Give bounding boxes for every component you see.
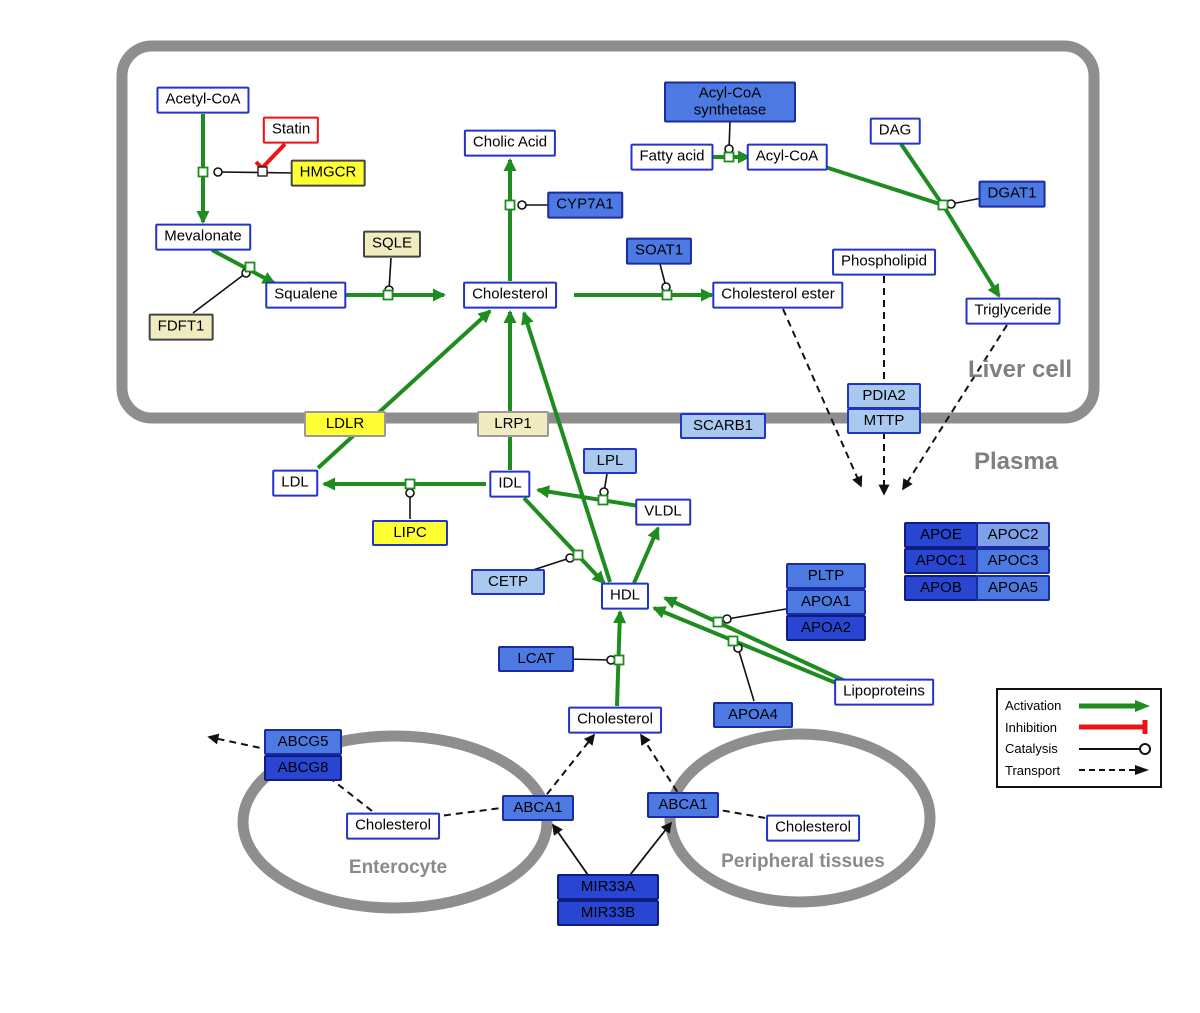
node-fatty-acid[interactable]: Fatty acid [630,143,714,171]
node-mttp[interactable]: MTTP [847,408,921,434]
transport-arrow-icon [1079,765,1149,776]
node-apoc2[interactable]: APOC2 [976,522,1050,548]
liver-cell-label: Liver cell [967,356,1073,383]
node-cetp[interactable]: CETP [471,569,545,595]
regulation-edges [552,821,673,876]
node-sqle[interactable]: SQLE [362,230,422,258]
legend-row-transport: Transport [1005,762,1153,778]
node-phospholipid[interactable]: Phospholipid [832,248,936,276]
node-dgat1[interactable]: DGAT1 [978,180,1046,208]
membranes [116,40,1100,914]
catalysis-circle-icon [1079,742,1151,755]
node-lipc[interactable]: LIPC [372,520,448,546]
node-apoa1[interactable]: APOA1 [786,589,866,615]
node-statin[interactable]: Statin [262,116,320,144]
node-pdia2[interactable]: PDIA2 [847,383,921,409]
node-cholesterol-enterocyte[interactable]: Cholesterol [346,812,440,840]
node-apoc3[interactable]: APOC3 [976,548,1050,574]
node-acyl-coa-synthetase[interactable]: Acyl-CoA synthetase [664,81,796,123]
node-pltp[interactable]: PLTP [786,563,866,589]
node-apoe[interactable]: APOE [904,522,978,548]
node-hdl[interactable]: HDL [600,582,650,610]
node-soat1[interactable]: SOAT1 [625,237,693,265]
inhibition-target-handle [257,166,268,177]
node-apoa2[interactable]: APOA2 [786,615,866,641]
activation-arrow-icon [1079,699,1150,712]
node-lcat[interactable]: LCAT [498,646,574,672]
peripheral-tissues-label: Peripheral tissues [721,851,885,872]
node-ldl[interactable]: LDL [272,469,318,497]
node-apoa5[interactable]: APOA5 [976,575,1050,601]
node-fdft1[interactable]: FDFT1 [148,313,214,341]
legend-catalysis-label: Catalysis [1005,741,1058,757]
node-cholesterol-ester[interactable]: Cholesterol ester [712,281,844,309]
plasma-label: Plasma [973,448,1059,475]
node-dag[interactable]: DAG [869,117,921,145]
node-hmgcr[interactable]: HMGCR [290,159,366,187]
node-cholesterol-liver[interactable]: Cholesterol [463,281,557,309]
legend-row-inhibition: Inhibition [1005,719,1153,735]
node-mevalonate[interactable]: Mevalonate [155,223,251,251]
node-lpl[interactable]: LPL [583,448,637,474]
activation-edges [196,114,1001,707]
node-abca1-enterocyte[interactable]: ABCA1 [502,795,574,821]
node-triglyceride[interactable]: Triglyceride [965,297,1061,325]
legend-row-catalysis: Catalysis [1005,741,1153,757]
enterocyte-membrane [237,730,553,914]
node-abca1-peripheral[interactable]: ABCA1 [647,792,719,818]
catalysis-edges [192,121,983,702]
legend-inhibition-label: Inhibition [1005,719,1058,735]
node-mir33a[interactable]: MIR33A [557,874,659,900]
legend-row-activation: Activation [1005,698,1153,714]
node-lipoproteins[interactable]: Lipoproteins [834,678,934,706]
node-scarb1[interactable]: SCARB1 [680,413,766,439]
node-mir33b[interactable]: MIR33B [557,900,659,926]
liver-cell-membrane [116,40,1100,424]
peripheral-tissues-membrane [664,728,936,908]
node-abcg8[interactable]: ABCG8 [264,755,342,781]
legend-transport-label: Transport [1005,762,1061,778]
node-apoa4[interactable]: APOA4 [713,702,793,728]
legend-activation-label: Activation [1005,698,1062,714]
node-cholesterol-peripheral[interactable]: Cholesterol [766,814,860,842]
node-idl[interactable]: IDL [489,470,531,498]
node-acyl-coa[interactable]: Acyl-CoA [746,143,828,171]
node-abcg5[interactable]: ABCG5 [264,729,342,755]
node-vldl[interactable]: VLDL [635,498,691,526]
node-acetyl-coa[interactable]: Acetyl-CoA [156,86,250,114]
node-cholesterol-plasma[interactable]: Cholesterol [568,706,662,734]
enterocyte-label: Enterocyte [348,857,448,878]
node-apob[interactable]: APOB [904,575,978,601]
node-cyp7a1[interactable]: CYP7A1 [547,191,623,219]
inhibition-bar-icon [1079,720,1148,735]
node-ldlr[interactable]: LDLR [304,411,386,437]
node-squalene[interactable]: Squalene [265,281,347,309]
node-cholic-acid[interactable]: Cholic Acid [463,129,557,157]
node-lrp1[interactable]: LRP1 [477,411,549,437]
reaction-nodes [197,151,949,666]
legend: Activation Inhibition Catalysis Transpor… [996,688,1162,788]
node-apoc1[interactable]: APOC1 [904,548,978,574]
